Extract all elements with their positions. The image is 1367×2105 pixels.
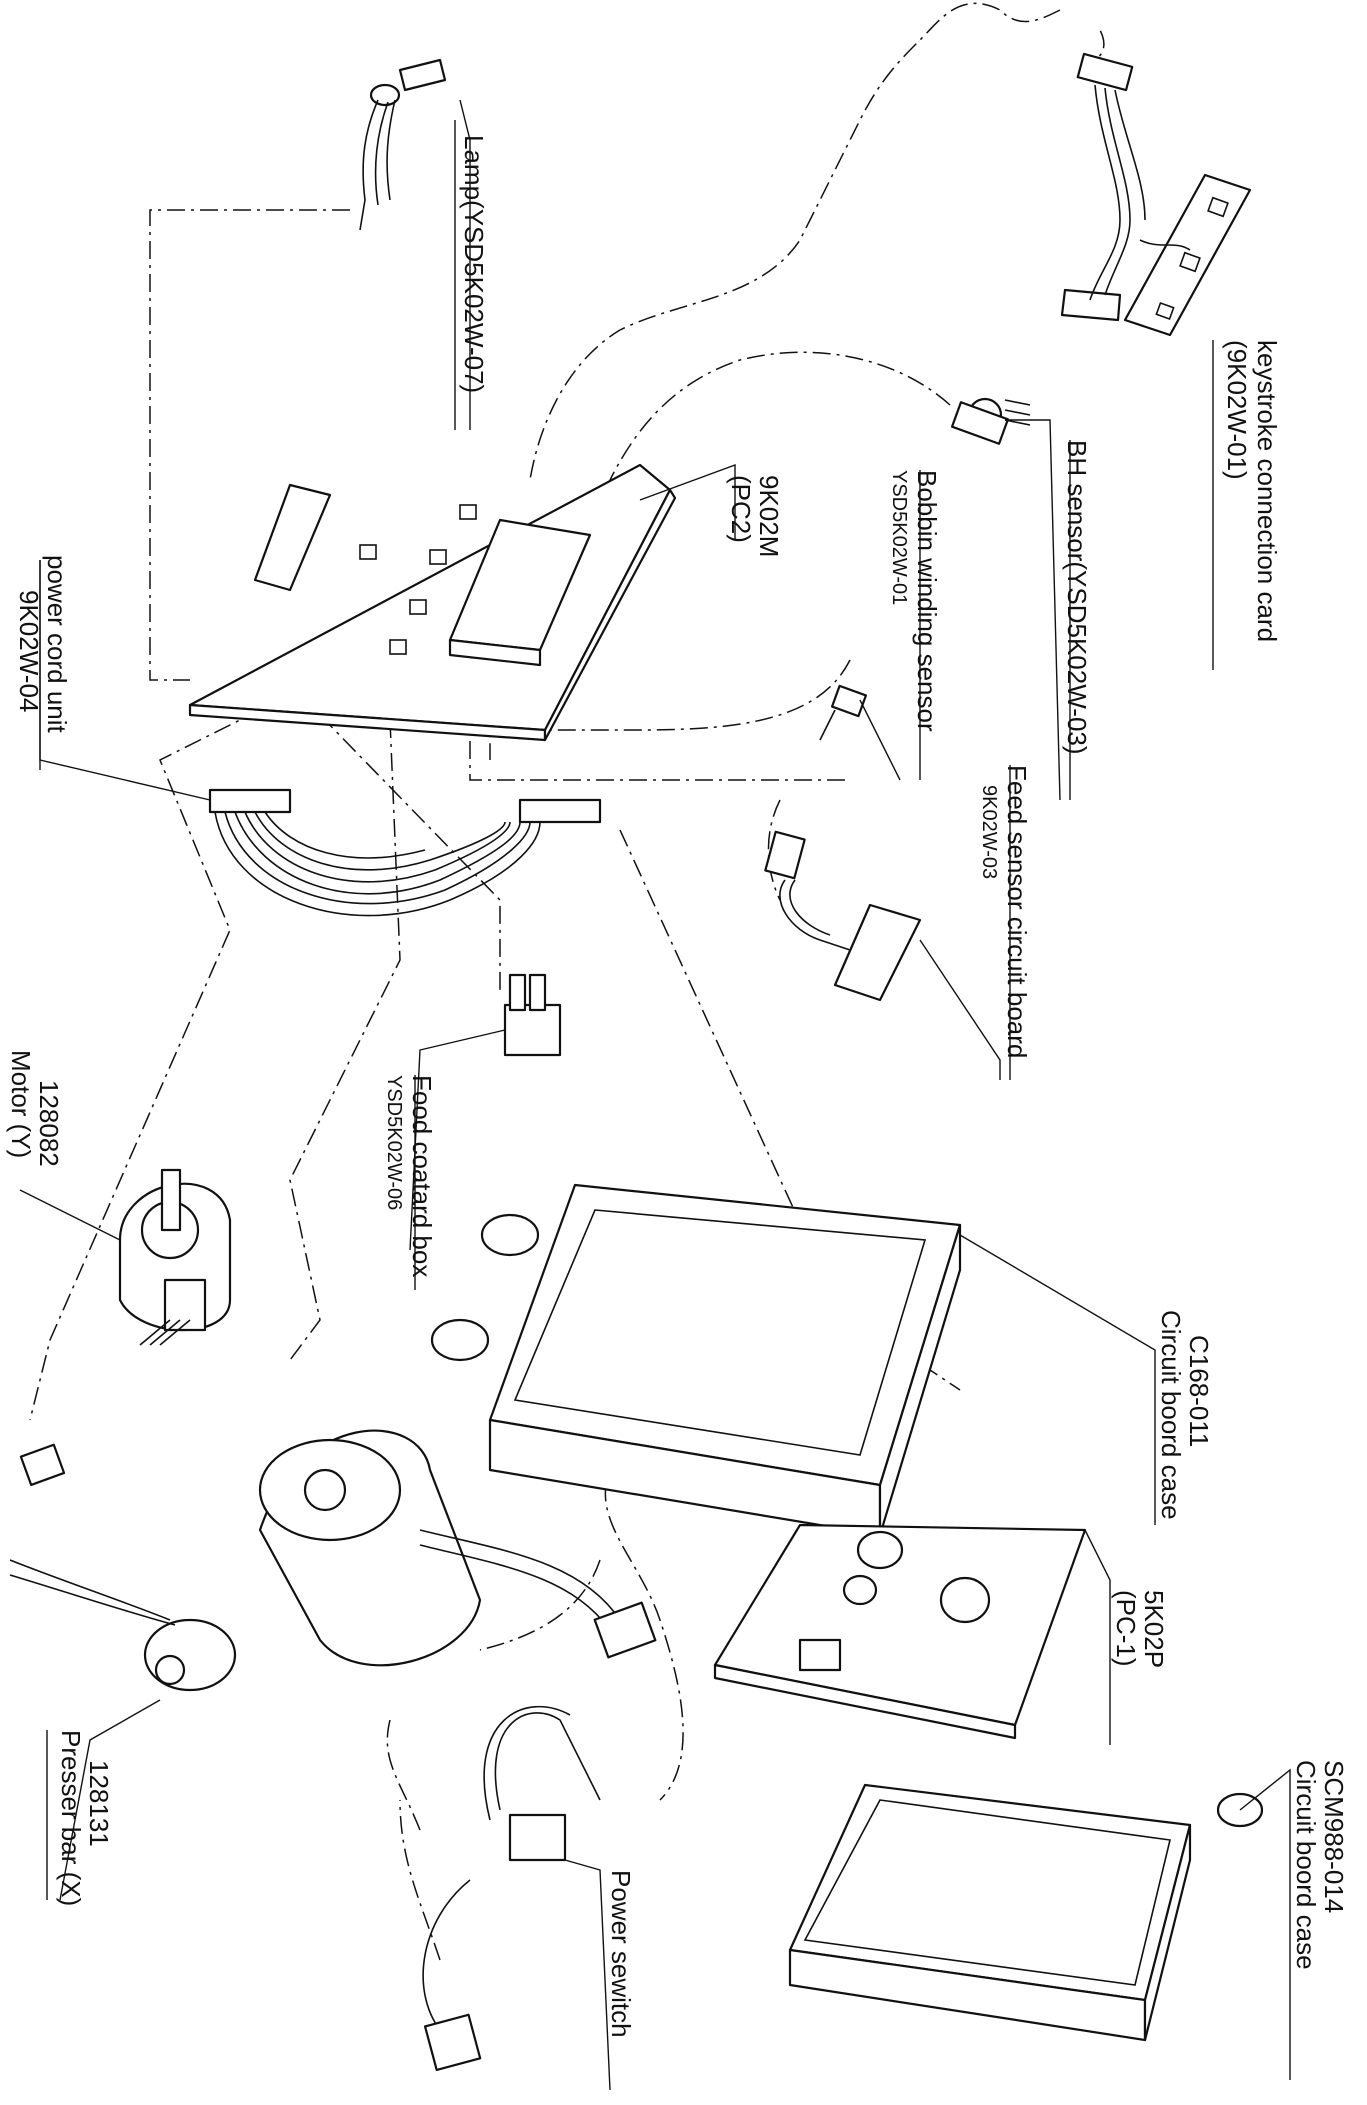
label-pc2-sub: (PC2) xyxy=(726,475,756,543)
presser-bar-part xyxy=(9,1443,237,1901)
label-power-cord: power cord unit xyxy=(42,555,72,734)
label-presser: Presser bar (X) xyxy=(56,1730,86,1906)
dc-motor-part xyxy=(258,1429,657,1667)
bh-sensor-part xyxy=(950,397,1061,801)
label-feed-sensor-board-code: 9K02W-03 xyxy=(978,785,1000,879)
label-case-c168-code: C168-011 xyxy=(1184,1335,1214,1447)
label-case-c168: Circuit boord case xyxy=(1156,1310,1186,1520)
label-bh-sensor: BH sensor(YSD5K02W-03) xyxy=(1062,440,1092,755)
label-motor-y-code: 128082 xyxy=(34,1080,64,1167)
label-pc1-sub: (PC-1) xyxy=(1111,1590,1141,1667)
power-switch-part xyxy=(422,1705,611,2091)
pc2-board-part xyxy=(188,463,736,742)
label-power-switch: Power sewitch xyxy=(606,1870,636,2038)
label-case-scm: Circuit boord case xyxy=(1291,1760,1321,1970)
labels: keystroke connection card (9K02W-01) Lam… xyxy=(6,135,1349,2038)
label-pc2-code: 9K02M xyxy=(754,475,784,557)
label-keystroke-card: keystroke connection card xyxy=(1252,340,1282,642)
label-pc1-code: 5K02P xyxy=(1139,1590,1169,1668)
motor-y-part xyxy=(19,1168,232,1346)
label-bobbin-sensor: Bobbin winding sensor xyxy=(912,470,942,732)
foot-box-part xyxy=(409,973,562,1251)
label-feed-sensor-board: Feed sensor circuit board xyxy=(1002,765,1032,1058)
lamp-part xyxy=(359,58,471,430)
label-presser-code: 128131 xyxy=(84,1760,114,1847)
label-case-scm-code: SCM988-014 xyxy=(1319,1760,1349,1913)
keystroke-card-part xyxy=(1060,52,1252,337)
case-scm-part xyxy=(788,1768,1291,2080)
label-keystroke-card-code: (9K02W-01) xyxy=(1222,340,1252,480)
label-lamp: Lamp(YSD5K02W-07) xyxy=(459,135,489,393)
pc1-board-part xyxy=(713,1523,1111,1745)
label-motor-y: Motor (Y) xyxy=(6,1050,36,1158)
label-foot-box: Food coatard box xyxy=(407,1075,437,1277)
feed-sensor-board-part xyxy=(764,830,1001,1080)
label-bobbin-sensor-code: YSD5K02W-01 xyxy=(888,470,910,605)
bobbin-sensor-part xyxy=(819,684,901,781)
power-cord-part xyxy=(39,560,602,917)
case-c168-part xyxy=(430,1183,1156,1537)
label-foot-box-code: YSD5K02W-06 xyxy=(383,1075,405,1210)
label-power-cord-code: 9K02W-04 xyxy=(14,590,44,712)
